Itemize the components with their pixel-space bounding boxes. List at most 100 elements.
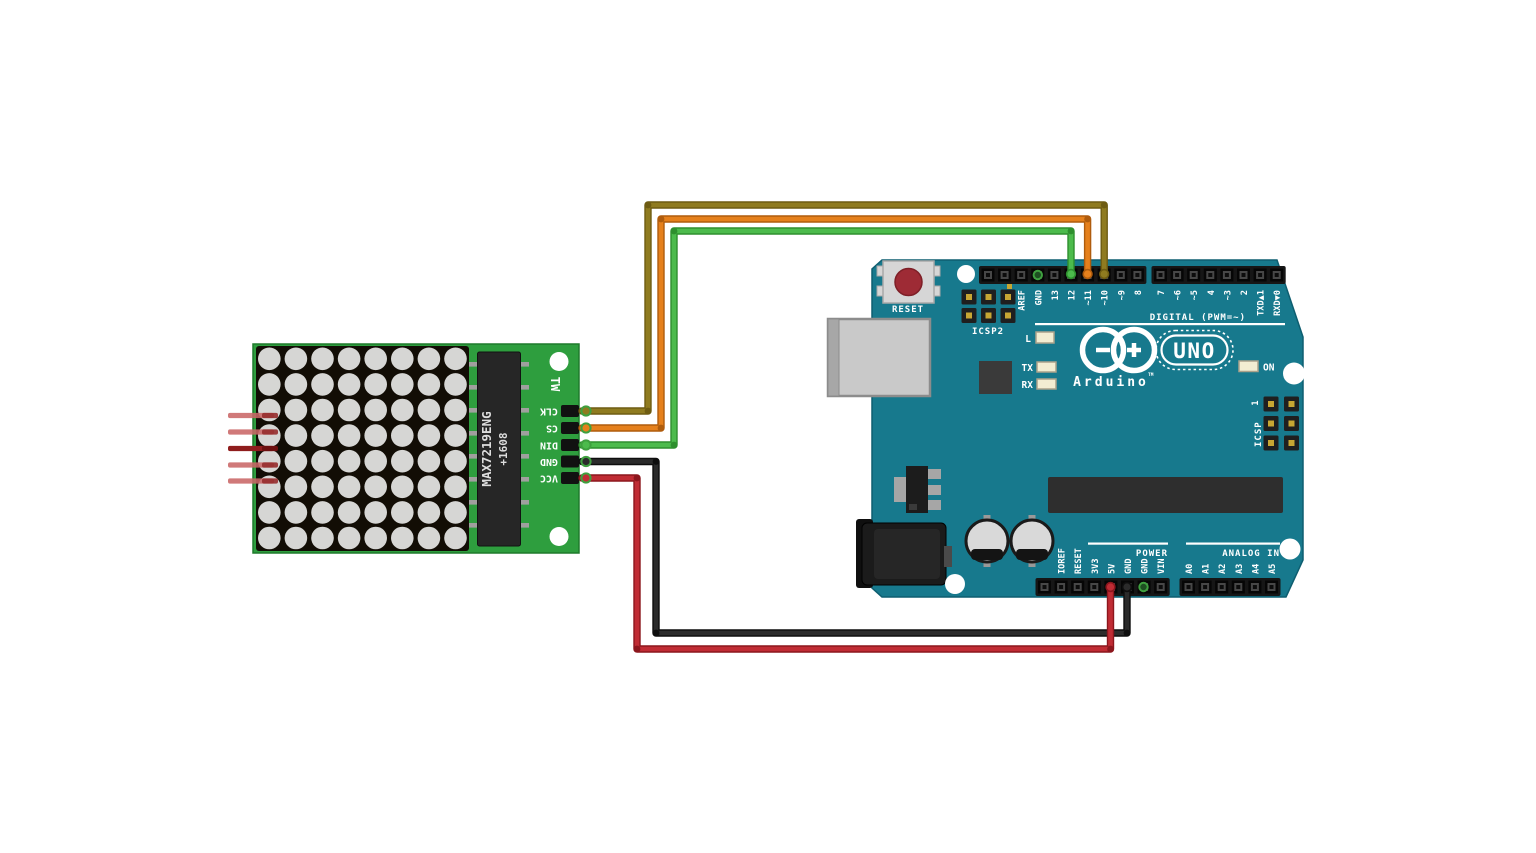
wires xyxy=(578,201,1133,653)
power-jack xyxy=(856,519,952,588)
pin-rxd0-hole xyxy=(1274,273,1279,277)
cs-wire[interactable] xyxy=(578,215,1093,434)
wire-end-gnd[interactable] xyxy=(580,455,592,468)
led-dot xyxy=(364,526,388,550)
pin-a0-hole xyxy=(1186,585,1191,589)
pin-label: IOREF xyxy=(1058,548,1068,574)
led-dot xyxy=(337,424,361,447)
reset-button[interactable] xyxy=(876,260,941,304)
on-led xyxy=(1238,360,1259,373)
led-rx-label: RX xyxy=(1022,380,1034,391)
ic-pin xyxy=(520,408,529,413)
led-dot xyxy=(311,475,334,499)
connection-indicators xyxy=(1032,269,1149,593)
led-dot xyxy=(417,373,441,396)
wire-bendpoint[interactable] xyxy=(657,424,665,432)
mounting-hole xyxy=(957,265,975,283)
wire-bendpoint[interactable] xyxy=(1067,227,1075,235)
pin-label: A4 xyxy=(1251,564,1261,574)
vcc-wire[interactable] xyxy=(578,472,1116,653)
connected-pin-indicator xyxy=(1138,581,1149,593)
led-dot xyxy=(284,424,308,447)
wire-bendpoint[interactable] xyxy=(1107,645,1114,653)
icsp-header[interactable] xyxy=(1263,396,1300,451)
led-dot xyxy=(391,449,414,473)
module-pin-label: CLK xyxy=(540,406,558,417)
wire-bendpoint[interactable] xyxy=(670,227,678,235)
module-pin-cs[interactable] xyxy=(561,422,579,434)
led-dot xyxy=(364,347,388,371)
pin-label: 4 xyxy=(1207,290,1217,295)
gnd-wire[interactable] xyxy=(578,455,1133,637)
ic-pin xyxy=(520,385,529,390)
led-dot xyxy=(444,526,467,550)
reset-button-cap[interactable] xyxy=(894,267,923,297)
wire-bendpoint[interactable] xyxy=(1123,629,1131,637)
wire-stub-tip xyxy=(262,478,278,484)
led-dot xyxy=(284,501,308,524)
module-pin-clk[interactable] xyxy=(561,405,579,417)
rx-led xyxy=(1036,378,1057,390)
l-led xyxy=(1035,331,1055,344)
led-dot xyxy=(258,526,281,550)
wire-end-clk[interactable] xyxy=(580,405,592,417)
ic-pin xyxy=(469,477,478,482)
pin-6-hole xyxy=(1175,273,1180,277)
wire-end-10[interactable] xyxy=(1098,268,1110,280)
wire-end-11[interactable] xyxy=(1082,268,1093,280)
wire-bendpoint[interactable] xyxy=(644,201,652,209)
wire-bendpoint[interactable] xyxy=(657,215,665,223)
led-dot xyxy=(364,449,388,473)
icsp-pin-contact xyxy=(1268,401,1274,407)
led-dot xyxy=(311,424,334,447)
wire-end-cs[interactable] xyxy=(580,422,592,434)
module-pin-gnd[interactable] xyxy=(561,455,579,468)
wire-bendpoint[interactable] xyxy=(1084,215,1091,223)
digital-section-label: DIGITAL (PWM=~) xyxy=(1150,313,1246,323)
led-dot xyxy=(337,501,361,524)
pin-a3-hole xyxy=(1236,585,1241,589)
pin-label: 5V xyxy=(1107,564,1117,574)
wire-bendpoint[interactable] xyxy=(652,629,660,637)
led-dot xyxy=(364,501,388,524)
wire-bendpoint[interactable] xyxy=(1100,201,1108,209)
wire-end-vcc[interactable] xyxy=(580,472,592,484)
din-wire[interactable] xyxy=(578,227,1077,451)
wire-bendpoint[interactable] xyxy=(652,458,660,465)
module-pin-din[interactable] xyxy=(561,439,579,451)
led-dot xyxy=(444,449,467,473)
icsp-pin-contact xyxy=(1005,312,1011,319)
module-pin-label: VCC xyxy=(540,473,558,484)
pin-label: TXD▲1 xyxy=(1257,290,1267,316)
module-pin-vcc[interactable] xyxy=(561,472,579,484)
led-dot xyxy=(364,398,388,422)
mounting-hole xyxy=(1279,538,1301,560)
icsp-pin1-label: 1 xyxy=(1251,400,1261,405)
wire-stub-tip xyxy=(262,412,278,419)
wire-end-gnd[interactable] xyxy=(1121,581,1133,593)
led-on-label: ON xyxy=(1263,363,1275,374)
max7219-chip: MAX7219ENG +1608 xyxy=(469,351,529,547)
arduino-tm-label: TM xyxy=(1148,372,1154,378)
pin-label: 12 xyxy=(1068,290,1078,300)
led-dot xyxy=(444,501,467,524)
icsp2-header[interactable] xyxy=(961,289,1016,324)
pin-txd1-hole xyxy=(1258,273,1263,277)
voltage-regulator xyxy=(894,466,941,513)
wire-bendpoint[interactable] xyxy=(644,407,652,415)
chip-label-line2: +1608 xyxy=(497,432,510,465)
led-dot xyxy=(391,398,414,422)
wire-end-din[interactable] xyxy=(580,439,592,451)
wire-stub-tip xyxy=(262,462,278,468)
wire-bendpoint[interactable] xyxy=(670,441,678,449)
icsp-pin-contact xyxy=(966,312,972,319)
icsp2-label: ICSP2 xyxy=(972,327,1004,337)
wire-bendpoint[interactable] xyxy=(633,645,641,653)
icsp-pin-contact xyxy=(1288,401,1295,407)
wire-end-5v[interactable] xyxy=(1105,581,1116,593)
wire-end-12[interactable] xyxy=(1065,268,1077,280)
wire-bendpoint[interactable] xyxy=(633,474,641,482)
clk-wire[interactable] xyxy=(578,201,1110,417)
